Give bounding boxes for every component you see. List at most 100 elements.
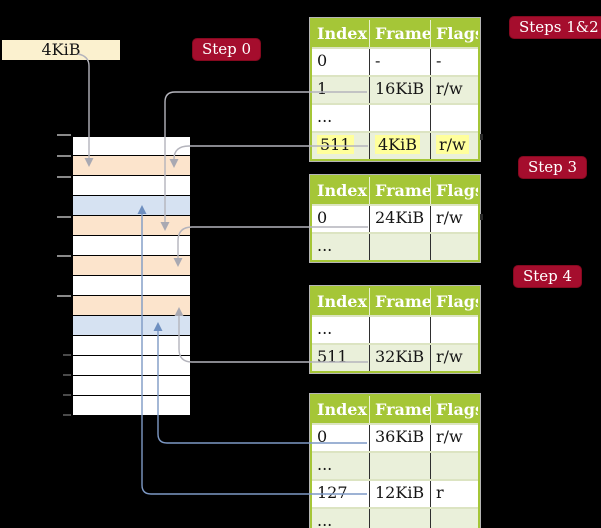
page-table-level3: IndexFrameFlags024KiBr/w... [309, 174, 481, 263]
cell-value: 16KiB [375, 79, 425, 98]
memory-frame-row-page [72, 196, 191, 216]
memory-frame-row-free [72, 376, 191, 396]
cell-value: 127 [317, 483, 348, 502]
column-header: Index [317, 181, 368, 200]
address-tick [57, 176, 71, 178]
cell-value: r/w [436, 79, 463, 98]
highlighted-value: r/w [436, 135, 469, 154]
cell-value: r/w [436, 208, 463, 227]
memory-frame-row-free [72, 356, 191, 376]
table-row: ... [312, 451, 478, 479]
table-row: ... [312, 315, 478, 343]
address-tick [57, 295, 71, 297]
table-cell [369, 509, 430, 528]
memory-frame-row-table [72, 256, 191, 276]
address-tick [57, 216, 71, 218]
page-table-level2: IndexFrameFlags... 511 32KiB r/w [309, 285, 481, 374]
cell-value: ... [317, 455, 333, 474]
table-row: 511 4KiB r/w [312, 131, 478, 159]
table-cell [369, 317, 430, 343]
table-cell: r/w [430, 133, 478, 159]
cropped-dash [480, 134, 483, 140]
cell-value: r/w [436, 427, 463, 446]
table-cell: - [369, 49, 430, 75]
column-header: Index [317, 400, 368, 419]
cell-value: r [436, 483, 444, 502]
page-table-level1: IndexFrameFlags0 36KiB r/w... 127 12KiB r... [309, 393, 481, 528]
table-header-row: IndexFrameFlags [312, 20, 478, 47]
table-cell: r/w [430, 425, 478, 451]
cell-value: 36KiB [375, 427, 425, 446]
badge-step-4: Step 4 [514, 266, 582, 287]
table-cell: 32KiB [369, 345, 430, 371]
table-cell: 0 [312, 425, 369, 451]
table-header-row: IndexFrameFlags [312, 288, 478, 315]
highlighted-value: 4KiB [375, 135, 421, 154]
cell-value: 1 [317, 79, 328, 98]
table-cell: 36KiB [369, 425, 430, 451]
table-row: 1 16KiB r/w [312, 75, 478, 103]
table-row: ... [312, 507, 478, 528]
table-cell: ... [312, 509, 369, 528]
column-header: Flags [430, 20, 478, 47]
cell-value: 511 [317, 347, 348, 366]
table-cell: 1 [312, 77, 369, 103]
memory-frame-row-table [72, 216, 191, 236]
table-cell: 511 [312, 133, 369, 159]
table-cell: ... [312, 453, 369, 479]
table-row: ... [312, 103, 478, 131]
table-cell: 16KiB [369, 77, 430, 103]
memory-frame-row-page [72, 316, 191, 336]
table-cell: 24KiB [369, 206, 430, 232]
memory-frame-row-free [72, 396, 191, 416]
table-cell: r/w [430, 345, 478, 371]
badge-step-3: Step 3 [519, 157, 587, 178]
address-tick [63, 414, 71, 416]
cell-value: - [375, 51, 381, 70]
address-tick [57, 155, 71, 157]
physical-memory-column [71, 135, 192, 417]
memory-frame-row-free [72, 176, 191, 196]
frame-address-label: 4KiB [2, 40, 120, 60]
memory-frame-row-table [72, 296, 191, 316]
table-header-row: IndexFrameFlags [312, 177, 478, 204]
address-tick [63, 394, 71, 396]
table-cell: 12KiB [369, 481, 430, 507]
table-cell: r/w [430, 206, 478, 232]
highlighted-value: 511 [317, 135, 354, 154]
cell-value: ... [317, 236, 333, 255]
table-cell: 0 [312, 49, 369, 75]
table-cell: - [430, 49, 478, 75]
column-header: Flags [430, 288, 478, 315]
cell-value: 0 [317, 51, 328, 70]
address-tick [57, 255, 71, 257]
cell-value: ... [317, 511, 333, 528]
memory-frame-row-table [72, 156, 191, 176]
table-cell: r/w [430, 77, 478, 103]
table-cell: 127 [312, 481, 369, 507]
table-cell: r [430, 481, 478, 507]
table-cell: 0 [312, 206, 369, 232]
table-cell: 511 [312, 345, 369, 371]
table-row: ... [312, 232, 478, 260]
table-cell: ... [312, 317, 369, 343]
cell-value: - [436, 51, 442, 70]
cell-value: 12KiB [375, 483, 425, 502]
table-row: 511 32KiB r/w [312, 343, 478, 371]
table-row: 0 - - [312, 47, 478, 75]
table-cell [369, 453, 430, 479]
table-cell [369, 234, 430, 260]
column-header: Frame [369, 288, 430, 315]
cell-value: r/w [436, 347, 463, 366]
column-header: Frame [369, 177, 430, 204]
table-row: 127 12KiB r [312, 479, 478, 507]
address-tick [63, 374, 71, 376]
table-header-row: IndexFrameFlags [312, 396, 478, 423]
memory-frame-row-free [72, 236, 191, 256]
column-header: Flags [430, 177, 478, 204]
table-cell [430, 317, 478, 343]
table-cell [430, 509, 478, 528]
cell-value: ... [317, 319, 333, 338]
column-header: Flags [430, 396, 478, 423]
